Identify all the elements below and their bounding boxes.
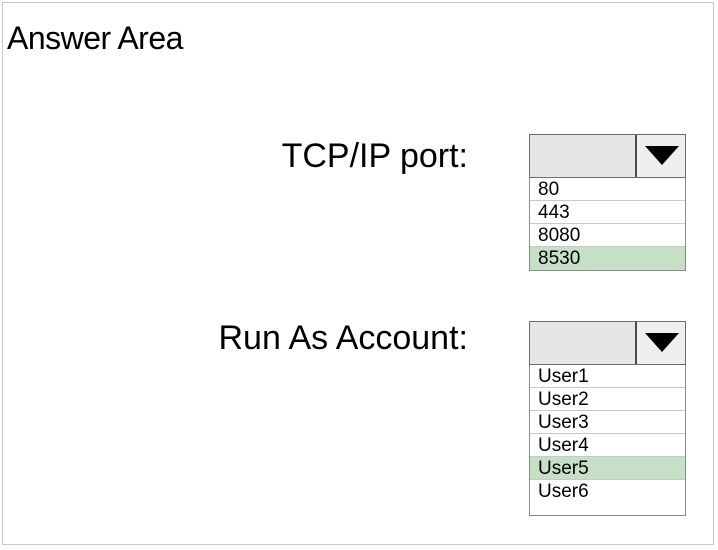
triangle-down-icon xyxy=(645,146,679,165)
run-as-account-combo[interactable] xyxy=(529,321,686,365)
option-user1[interactable]: User1 xyxy=(530,365,685,388)
answer-area-panel: Answer Area TCP/IP port: 80 443 8080 853… xyxy=(2,2,714,545)
dropdown-arrow-button[interactable] xyxy=(635,322,685,364)
run-as-account-dropdown[interactable]: User1 User2 User3 User4 User5 User6 xyxy=(529,321,686,516)
run-as-account-label: Run As Account: xyxy=(218,319,469,357)
option-8080[interactable]: 8080 xyxy=(530,224,685,247)
option-user4[interactable]: User4 xyxy=(530,434,685,457)
page-title: Answer Area xyxy=(7,20,183,56)
option-user6[interactable]: User6 xyxy=(538,481,589,502)
option-user5[interactable]: User5 xyxy=(530,457,685,480)
dropdown-arrow-button[interactable] xyxy=(635,135,685,177)
tcp-ip-port-label: TCP/IP port: xyxy=(281,137,468,175)
tcp-ip-port-combo[interactable] xyxy=(529,134,686,178)
option-80[interactable]: 80 xyxy=(530,178,685,201)
tcp-ip-port-options: 80 443 8080 8530 xyxy=(529,178,686,271)
option-8530[interactable]: 8530 xyxy=(530,247,685,270)
option-user3[interactable]: User3 xyxy=(530,411,685,434)
run-as-account-options: User1 User2 User3 User4 User5 User6 xyxy=(529,365,686,516)
triangle-down-icon xyxy=(645,333,679,352)
option-user2[interactable]: User2 xyxy=(530,388,685,411)
tcp-ip-port-dropdown[interactable]: 80 443 8080 8530 xyxy=(529,134,686,271)
option-443[interactable]: 443 xyxy=(530,201,685,224)
